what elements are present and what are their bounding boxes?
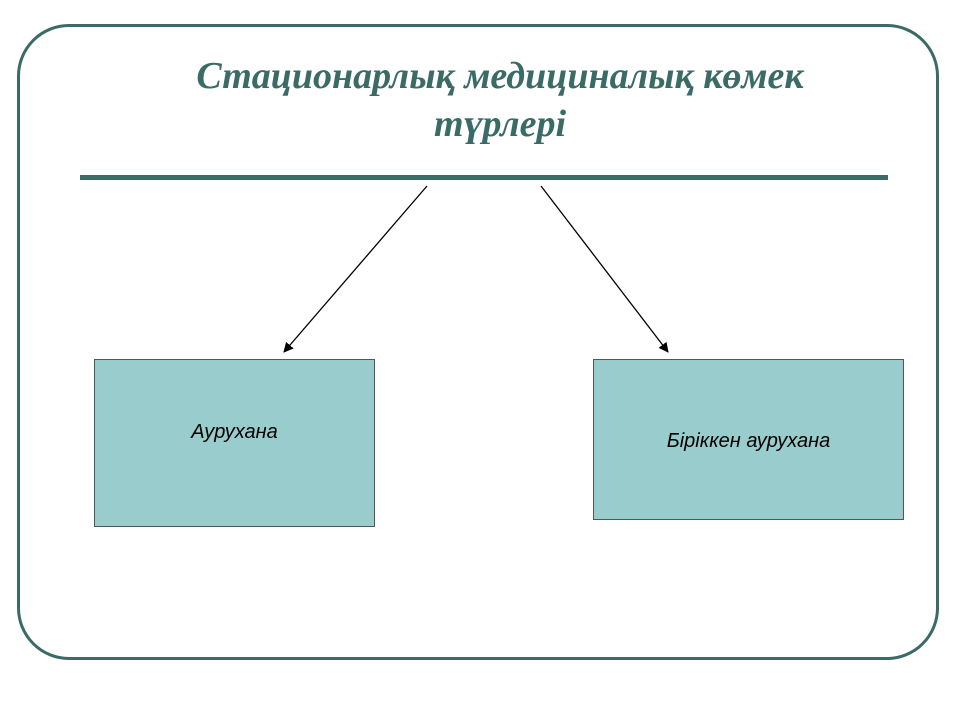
arrow-to-left-box [283,185,428,353]
title-line-2: түрлері [433,103,567,145]
node-combined-hospital-label: Біріккен аурухана [666,430,831,452]
slide-frame [17,24,939,660]
node-hospital: Аурухана [94,359,375,527]
title-divider [80,175,888,180]
node-combined-hospital: Біріккен аурухана [593,359,904,520]
arrow-to-right-box [540,185,669,353]
slide-title: Стационарлық медициналық көмек түрлері [80,52,920,148]
title-line-1: Стационарлық медициналық көмек [196,55,804,97]
node-hospital-label: Аурухана [191,421,278,443]
